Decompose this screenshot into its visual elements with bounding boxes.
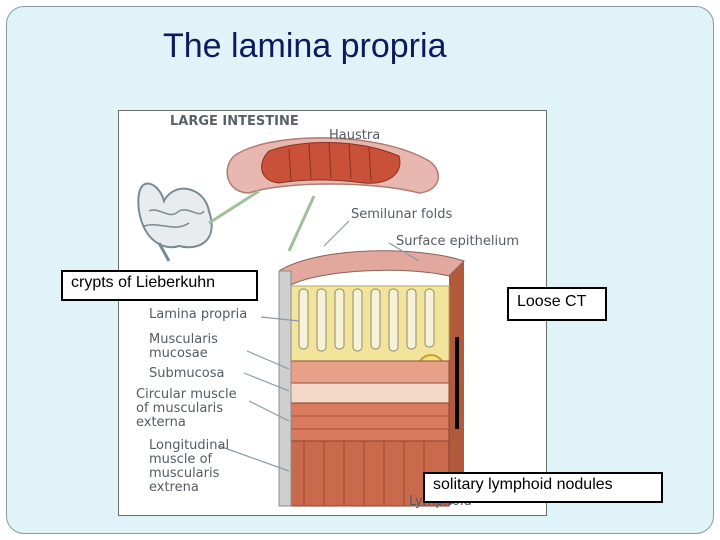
label-large-intestine: LARGE INTESTINE <box>170 114 299 129</box>
label-longitudinal-muscle: Longitudinal muscle of muscularis extren… <box>149 438 230 495</box>
label-leaders <box>218 220 420 472</box>
callout-loose-ct: Loose CT <box>507 287 607 321</box>
colon-overview <box>137 182 213 262</box>
intestine-illustration <box>137 137 465 507</box>
label-circular-muscle: Circular muscle of muscularis externa <box>136 387 237 430</box>
label-surface-epithelium: Surface epithelium <box>396 234 519 249</box>
large-intestine-figure: LARGE INTESTINE Haustra Semilunar folds … <box>118 110 547 516</box>
haustra-segment <box>226 137 439 194</box>
loose-ct-indicator-line <box>455 337 459 429</box>
tissue-block <box>278 250 465 507</box>
callout-solitary-lymphoid-nodules: solitary lymphoid nodules <box>423 472 663 503</box>
callout-crypts-of-lieberkuhn: crypts of Lieberkuhn <box>61 270 258 301</box>
label-muscularis-mucosae: Muscularis mucosae <box>149 332 218 361</box>
label-lamina-propria: Lamina propria <box>149 307 248 322</box>
label-semilunar-folds: Semilunar folds <box>351 207 453 222</box>
overview-arrow <box>208 189 260 225</box>
detail-arrow <box>287 195 316 252</box>
label-haustra: Haustra <box>329 128 381 143</box>
slide-title: The lamina propria <box>163 27 447 65</box>
label-submucosa: Submucosa <box>149 366 225 381</box>
